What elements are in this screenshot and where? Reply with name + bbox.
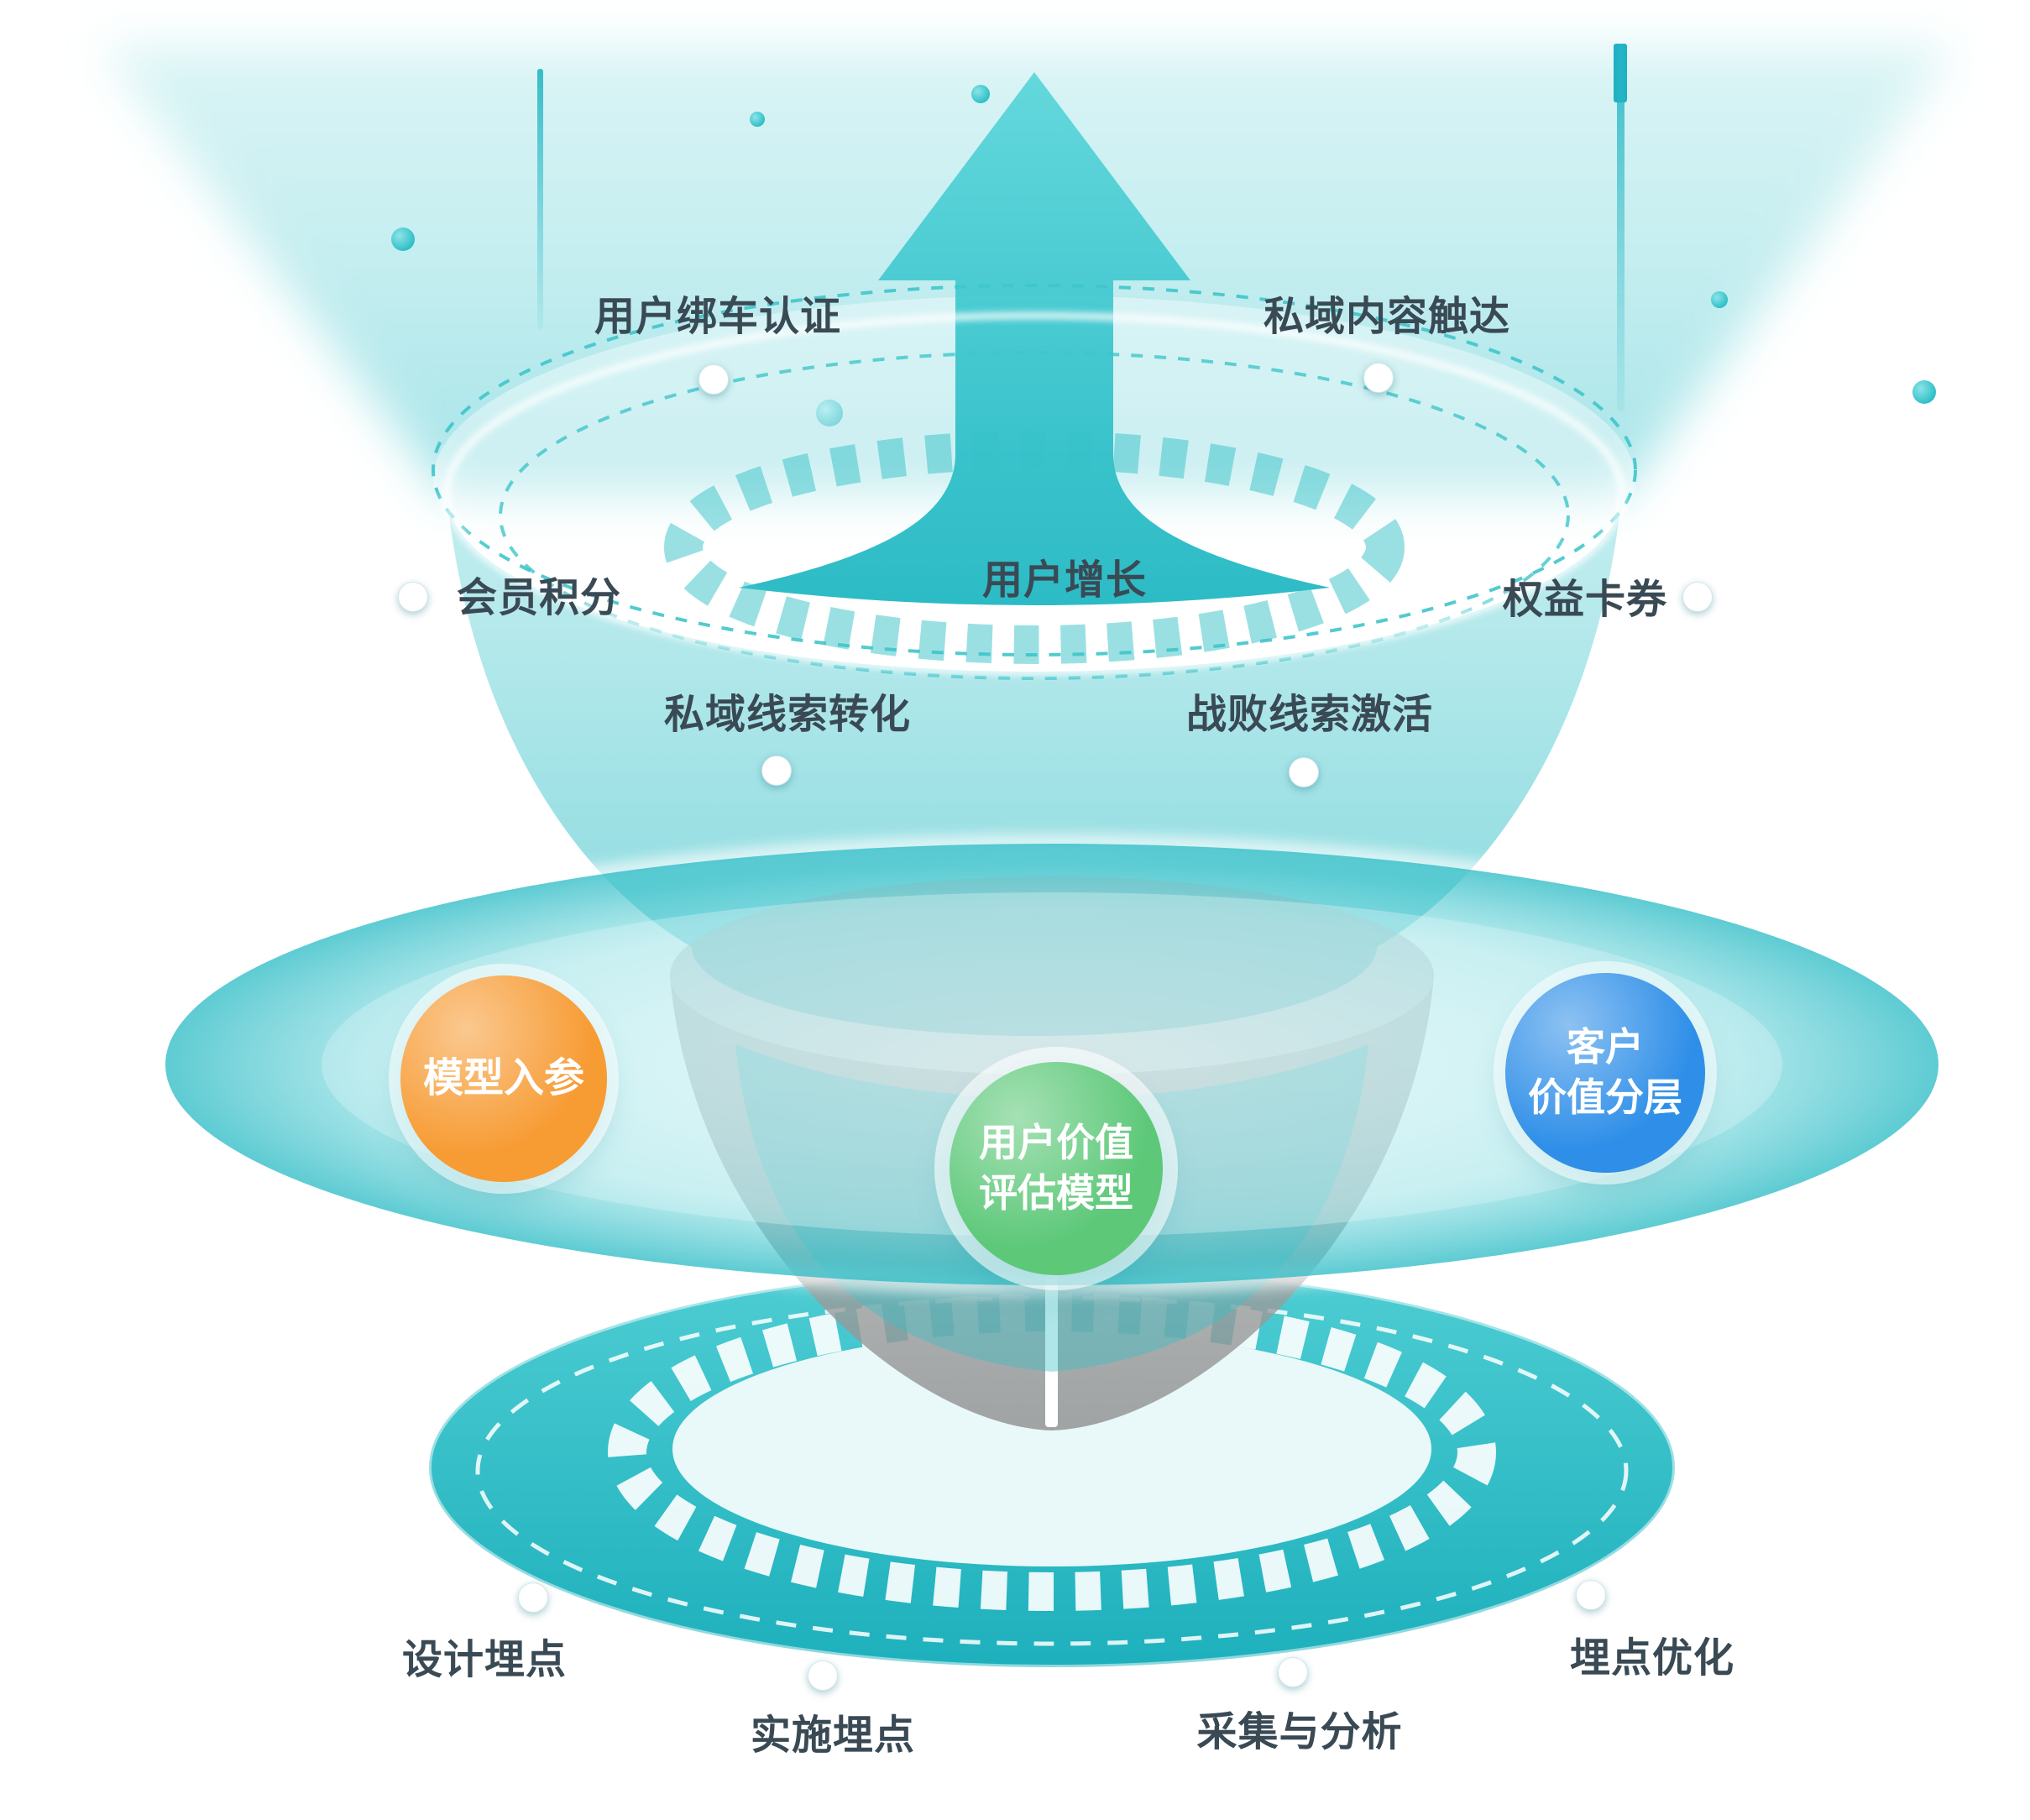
label-design-tracking: 设计埋点 bbox=[401, 1638, 568, 1682]
bubble-icon bbox=[1711, 291, 1728, 308]
bottom-ring-hole bbox=[672, 1331, 1431, 1566]
label-user-bind-car-auth: 用户绑车认证 bbox=[594, 295, 842, 339]
dashed-orbit-outer bbox=[432, 284, 1637, 656]
model-input-label: 模型入参 bbox=[422, 1055, 584, 1101]
label-lost-lead-activation: 战败线索激活 bbox=[1185, 693, 1434, 737]
marker-dot-bind-car bbox=[698, 364, 729, 395]
bubble-icon bbox=[816, 400, 843, 426]
label-private-lead-conversion: 私域线索转化 bbox=[663, 693, 912, 737]
marker-dot-member-points bbox=[398, 582, 428, 612]
label-collect-analyze: 采集与分析 bbox=[1196, 1710, 1403, 1755]
marker-dot-collect-analyze bbox=[1278, 1657, 1308, 1687]
bubble-icon bbox=[750, 112, 765, 127]
label-tracking-optimization: 埋点优化 bbox=[1569, 1636, 1735, 1681]
user-value-model-label-line2: 评估模型 bbox=[979, 1171, 1133, 1215]
bubble-icon bbox=[971, 85, 990, 103]
top-tick-ring bbox=[664, 431, 1405, 664]
user-value-model-label-line1: 用户价值 bbox=[979, 1121, 1133, 1165]
bubble-icon bbox=[391, 228, 415, 251]
decor-bubbles bbox=[391, 85, 1936, 426]
label-member-points: 会员积分 bbox=[456, 576, 622, 620]
label-private-content-reach: 私域内容触达 bbox=[1263, 295, 1511, 339]
marker-dot-rights-coupons bbox=[1682, 582, 1713, 612]
customer-value-layering-node: 客户 价值分层 bbox=[1505, 973, 1705, 1173]
marker-dot-tracking-optimization bbox=[1576, 1580, 1606, 1610]
up-arrow-icon bbox=[739, 72, 1330, 605]
decor-line-left bbox=[537, 69, 543, 329]
bubble-icon bbox=[1912, 380, 1936, 404]
marker-dot-design-tracking bbox=[518, 1582, 548, 1613]
marker-dot-private-content bbox=[1363, 363, 1394, 393]
decor-line-right bbox=[1617, 44, 1625, 411]
customer-value-label-line2: 价值分层 bbox=[1528, 1075, 1682, 1119]
marker-dot-private-lead bbox=[761, 756, 792, 786]
dashed-orbit-inner bbox=[499, 351, 1570, 680]
model-input-node: 模型入参 bbox=[400, 975, 607, 1182]
customer-value-label-line1: 客户 bbox=[1567, 1025, 1644, 1070]
decor-lines bbox=[537, 44, 1627, 411]
marker-dot-lost-lead bbox=[1289, 757, 1319, 787]
label-user-growth: 用户增长 bbox=[981, 558, 1148, 603]
label-implement-tracking: 实施埋点 bbox=[750, 1713, 916, 1758]
user-value-model-node: 用户价值 评估模型 bbox=[950, 1062, 1163, 1275]
marker-dot-implement-tracking bbox=[808, 1660, 838, 1691]
bottom-ring bbox=[426, 1265, 1677, 1670]
top-rim-glow bbox=[443, 312, 1625, 675]
label-rights-coupons: 权益卡券 bbox=[1502, 578, 1668, 622]
